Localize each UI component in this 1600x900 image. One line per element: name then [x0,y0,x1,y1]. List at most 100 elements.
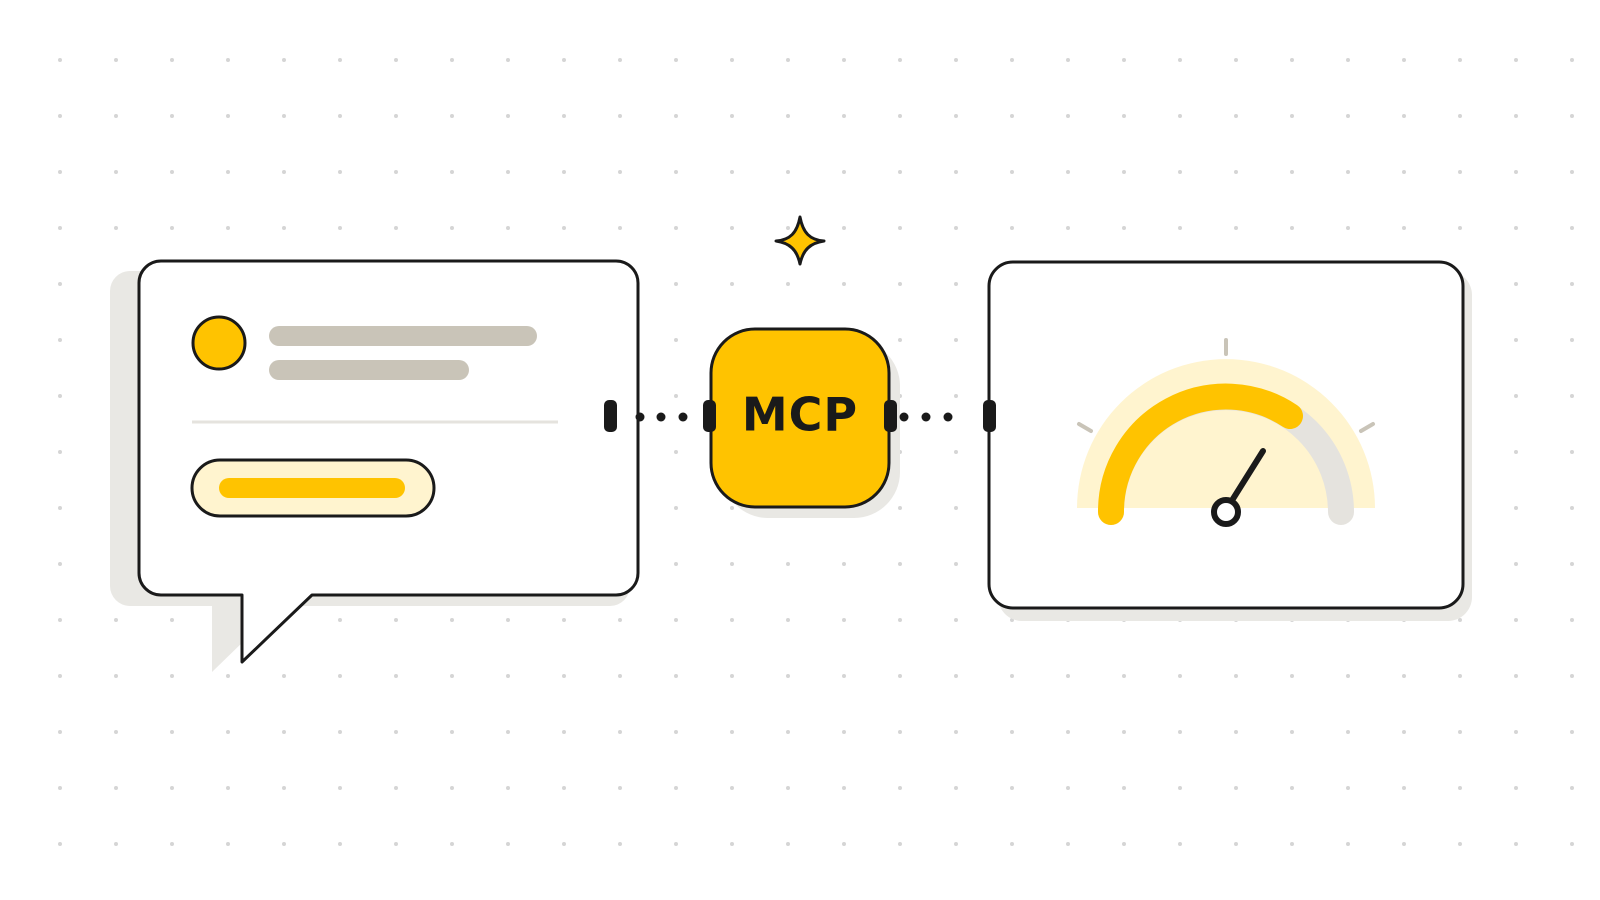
grid-dot [338,842,342,846]
grid-dot [394,618,398,622]
grid-dot [1458,842,1462,846]
grid-dot [1346,842,1350,846]
grid-dot [1570,674,1574,678]
grid-dot [338,786,342,790]
grid-dot [1514,450,1518,454]
chat-card [110,259,640,672]
grid-dot [506,170,510,174]
grid-dot [730,730,734,734]
grid-dot [338,114,342,118]
grid-dot [1290,114,1294,118]
grid-dot [58,786,62,790]
grid-dot [394,58,398,62]
grid-dot [1514,506,1518,510]
speedometer-gauge [1077,338,1375,527]
grid-dot [618,786,622,790]
grid-dot [1122,842,1126,846]
grid-dot [1346,786,1350,790]
grid-dot [1570,114,1574,118]
grid-dot [730,842,734,846]
grid-dot [1122,674,1126,678]
grid-dot [1290,730,1294,734]
grid-dot [1290,842,1294,846]
grid-dot [786,842,790,846]
grid-dot [1178,114,1182,118]
grid-dot [1066,786,1070,790]
grid-dot [1290,170,1294,174]
grid-dot [674,394,678,398]
grid-dot [954,338,958,342]
grid-dot [674,730,678,734]
grid-dot [1514,394,1518,398]
grid-dot [114,842,118,846]
grid-dot [1066,58,1070,62]
grid-dot [506,730,510,734]
grid-dot [898,618,902,622]
grid-dot [730,562,734,566]
grid-dot [1514,674,1518,678]
grid-dot [730,170,734,174]
grid-dot [786,282,790,286]
grid-dot [562,674,566,678]
grid-dot [114,786,118,790]
grid-dot [1010,226,1014,230]
grid-dot [1010,170,1014,174]
grid-dot [618,58,622,62]
grid-dot [506,674,510,678]
grid-dot [618,842,622,846]
grid-dot [786,226,790,230]
grid-dot [1010,674,1014,678]
grid-dot [170,674,174,678]
grid-dot [1234,842,1238,846]
grid-dot [338,618,342,622]
grid-dot [58,506,62,510]
grid-dot [58,562,62,566]
grid-dot [1514,58,1518,62]
grid-dot [58,114,62,118]
grid-dot [226,114,230,118]
grid-dot [114,170,118,174]
grid-dot [730,506,734,510]
grid-dot [1010,786,1014,790]
grid-dot [1290,786,1294,790]
grid-dot [506,842,510,846]
mcp-hub: MCP [703,327,900,518]
grid-dot [954,618,958,622]
message-line-1 [269,326,537,346]
grid-dot [1122,114,1126,118]
grid-dot [1234,170,1238,174]
grid-dot [1178,58,1182,62]
grid-dot [450,618,454,622]
grid-dot [1402,786,1406,790]
grid-dot [1570,170,1574,174]
grid-dot [450,730,454,734]
grid-dot [1178,842,1182,846]
connector-dot [943,412,953,422]
grid-dot [842,674,846,678]
grid-dot [618,226,622,230]
grid-dot [1458,618,1462,622]
grid-dot [842,170,846,174]
grid-dot [1122,58,1126,62]
grid-dot [1402,674,1406,678]
grid-dot [730,786,734,790]
grid-dot [1570,618,1574,622]
grid-dot [786,114,790,118]
grid-dot [1234,674,1238,678]
grid-dot [1066,114,1070,118]
grid-dot [674,674,678,678]
grid-dot [338,730,342,734]
grid-dot [674,786,678,790]
grid-dot [1402,58,1406,62]
grid-dot [1234,58,1238,62]
grid-dot [282,170,286,174]
grid-dot [1346,170,1350,174]
grid-dot [1178,674,1182,678]
grid-dot [954,842,958,846]
grid-dot [618,618,622,622]
grid-dot [674,618,678,622]
grid-dot [1402,114,1406,118]
grid-dot [170,842,174,846]
grid-dot [1122,226,1126,230]
